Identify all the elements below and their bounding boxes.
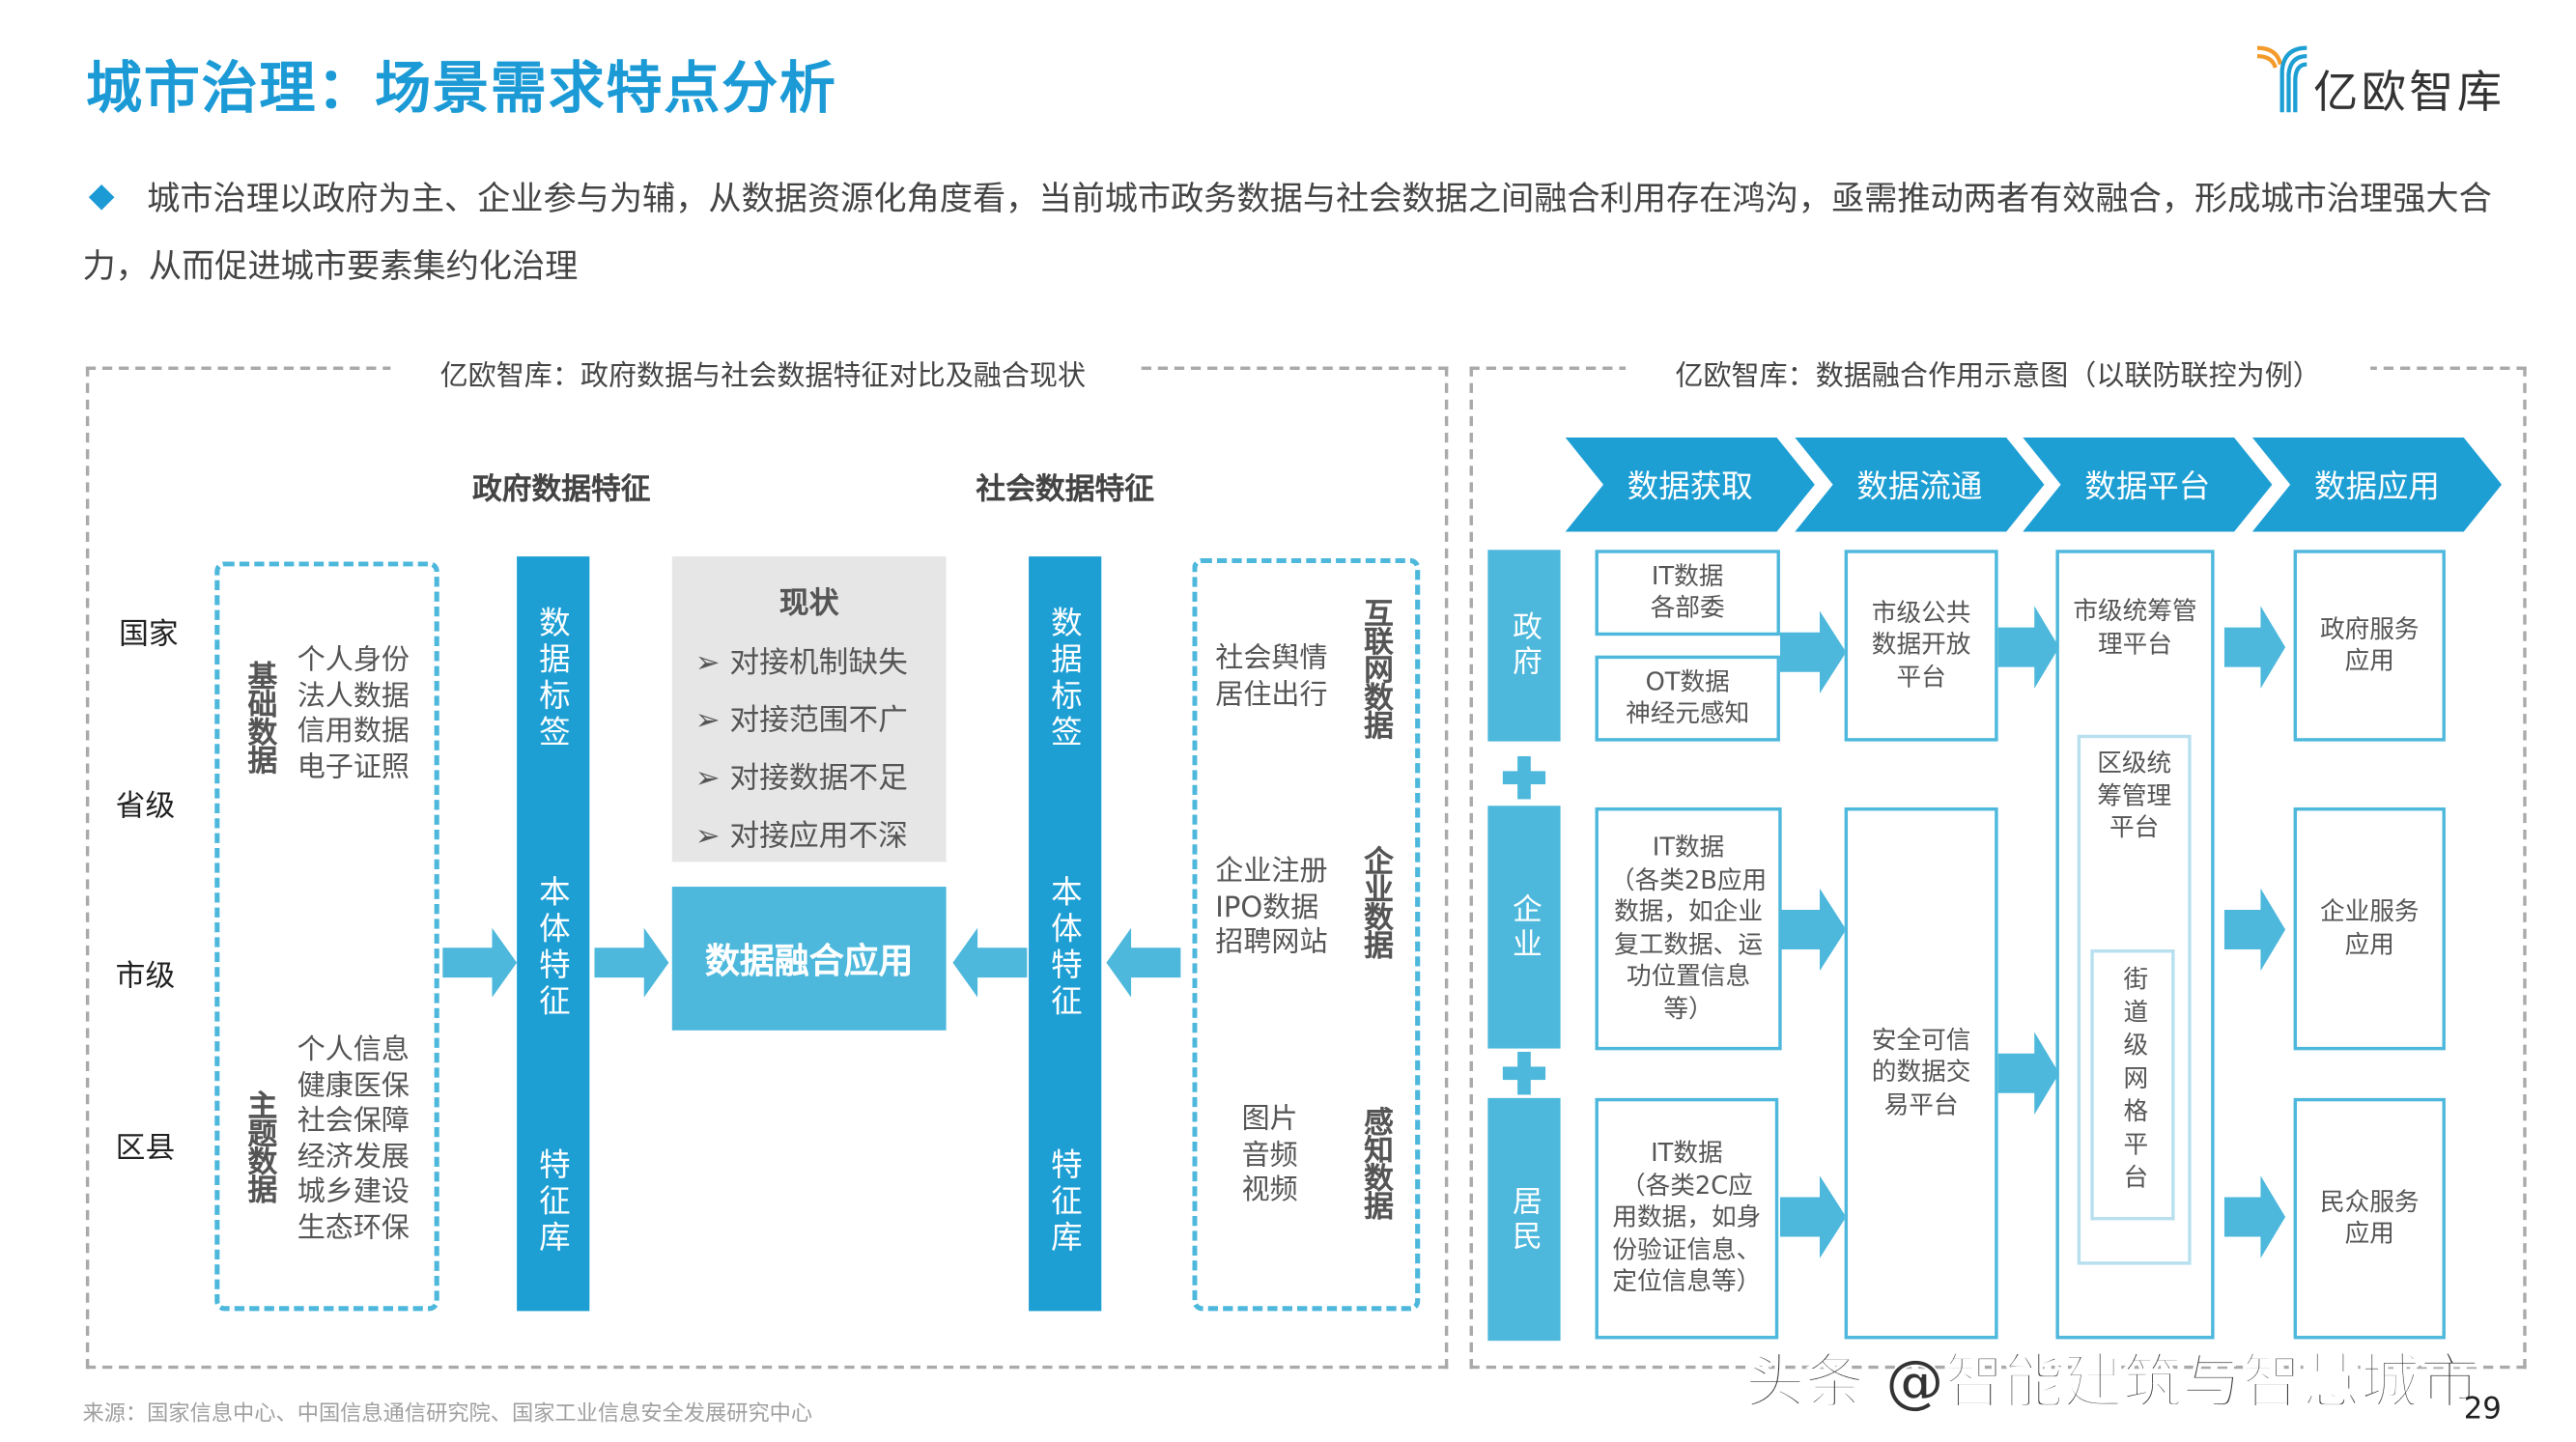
page-number: 29 [2463,1392,2502,1428]
group-label: 互联网数据 [1359,597,1394,739]
soc-header: 社会数据特征 [976,471,1155,507]
status-item: ➢ 对接机制缺失 [694,645,908,681]
gov-feature-column: 数据标签 本体特征 特征库 [517,556,590,1312]
status-item-text: 对接应用不深 [729,818,908,854]
bullet-diamond-icon [88,184,115,211]
source-box: OT数据 神经元感知 [1595,655,1780,742]
group-items: 图片 音频 视频 [1241,1103,1298,1207]
arrow-right-icon [2223,606,2286,689]
group-items: 企业注册 IPO数据 招聘网站 [1215,855,1328,960]
arrow-right-icon [1779,888,1847,972]
stage-label: 数据平台 [2084,468,2211,506]
app-box: 政府服务应用 [2293,550,2446,742]
app-box: 民众服务应用 [2293,1097,2446,1340]
gov-data-box [214,561,439,1312]
column-label: 特征库 [534,1147,571,1258]
group-label: 基础数据 [242,660,278,774]
platform-label: 街道级网格平台 [2123,964,2149,1193]
column-label: 本体特征 [1046,875,1083,1021]
arrow-left-icon [952,927,1028,998]
source-box: IT数据 （各类2B应用数据，如企业复工数据、运功位置信息等） [1595,806,1782,1051]
stage-banner: 数据流通 [1795,438,2045,532]
soc-data-box [1192,557,1421,1312]
status-title: 现状 [778,585,839,621]
logo: 亿欧智库 [2254,42,2535,119]
actor-block: 居民 [1487,1097,1561,1342]
page-title: 城市治理：场景需求特点分析 [85,56,837,123]
actor-label: 企业 [1507,892,1543,962]
stage-banner: 数据应用 [2251,438,2503,532]
group-label: 企业数据 [1359,845,1394,958]
arrow-right-icon [442,927,518,998]
city-platform-box: 市级统筹管理平台 [2055,550,2215,1340]
group-items: 个人信息 健康医保 社会保障 经济发展 城乡建设 生态环保 [297,1033,410,1245]
status-item-text: 对接范围不广 [729,703,908,739]
summary-body: 城市治理以政府为主、企业参与为辅，从数据资源化角度看，当前城市政务数据与社会数据… [82,178,2492,286]
plus-icon [1502,755,1546,800]
fusion-box: 数据融合应用 [671,887,947,1031]
arrow-right-icon [1779,610,1847,694]
level-label: 省级 [115,789,176,825]
actor-label: 政府 [1507,610,1543,681]
stage-label: 数据流通 [1856,468,1983,506]
soc-feature-column: 数据标签 本体特征 特征库 [1029,556,1102,1312]
status-item: ➢ 对接范围不广 [694,703,908,739]
column-label: 本体特征 [534,875,571,1021]
status-item: ➢ 对接数据不足 [694,761,908,797]
platform-label: 区级统筹管理平台 [2097,748,2172,842]
level-label: 国家 [119,617,179,653]
flow-platform-box: 市级公共数据开放平台 [1844,550,1998,742]
arrow-right-icon [2223,888,2286,972]
logo-mark-icon [2256,45,2307,113]
platform-label: 市级统筹管理平台 [2073,596,2197,659]
app-box: 企业服务应用 [2293,806,2446,1051]
status-box: 现状 ➢ 对接机制缺失 ➢ 对接范围不广 ➢ 对接数据不足 ➢ 对接应用不深 [671,556,947,862]
group-items: 社会舆情 居住出行 [1215,642,1328,711]
status-item-text: 对接数据不足 [729,761,908,797]
arrow-right-icon [1997,606,2059,689]
source-box: IT数据 各部委 [1595,550,1780,636]
arrow-right-icon [594,927,669,998]
stage-banner: 数据平台 [2023,438,2273,532]
left-panel-title: 亿欧智库：政府数据与社会数据特征对比及融合现状 [390,352,1136,393]
group-items: 个人身份 法人数据 信用数据 电子证照 [297,643,410,784]
plus-icon [1502,1052,1546,1095]
column-label: 数据标签 [1046,606,1083,751]
stage-label: 数据应用 [2313,468,2440,506]
stage-banner: 数据获取 [1565,438,1815,532]
source-note: 来源：国家信息中心、中国信息通信研究院、国家工业信息安全发展研究中心 [82,1401,813,1428]
source-box: IT数据 （各类2C应用数据，如身份验证信息、定位信息等） [1595,1097,1779,1340]
column-label: 数据标签 [534,606,571,751]
group-label: 主题数据 [242,1089,278,1202]
street-platform-box: 街道级网格平台 [2090,949,2175,1221]
right-panel-title: 亿欧智库：数据融合作用示意图（以联防联控为例） [1626,352,2371,393]
logo-text: 亿欧智库 [2313,68,2505,120]
column-label: 特征库 [1046,1147,1083,1258]
level-label: 区县 [115,1131,176,1166]
flow-platform-box: 安全可信的数据交易平台 [1844,806,1998,1340]
level-label: 市级 [115,959,176,995]
arrow-left-icon [1106,927,1181,998]
stage-label: 数据获取 [1627,468,1753,506]
arrow-right-icon [2223,1175,2286,1258]
status-item: ➢ 对接应用不深 [694,818,908,854]
summary-text: 城市治理以政府为主、企业参与为辅，从数据资源化角度看，当前城市政务数据与社会数据… [82,165,2509,300]
actor-label: 居民 [1507,1184,1543,1255]
arrow-right-icon [1997,1032,2059,1115]
watermark: 头条 @智能建筑与智慧城市 [1744,1348,2480,1418]
arrow-right-icon [1779,1175,1847,1258]
actor-block: 企业 [1487,806,1561,1049]
status-item-text: 对接机制缺失 [729,645,908,681]
gov-header: 政府数据特征 [471,471,651,507]
actor-block: 政府 [1487,550,1561,742]
group-label: 感知数据 [1359,1106,1394,1219]
district-platform-box: 区级统筹管理平台 [2077,734,2192,1265]
